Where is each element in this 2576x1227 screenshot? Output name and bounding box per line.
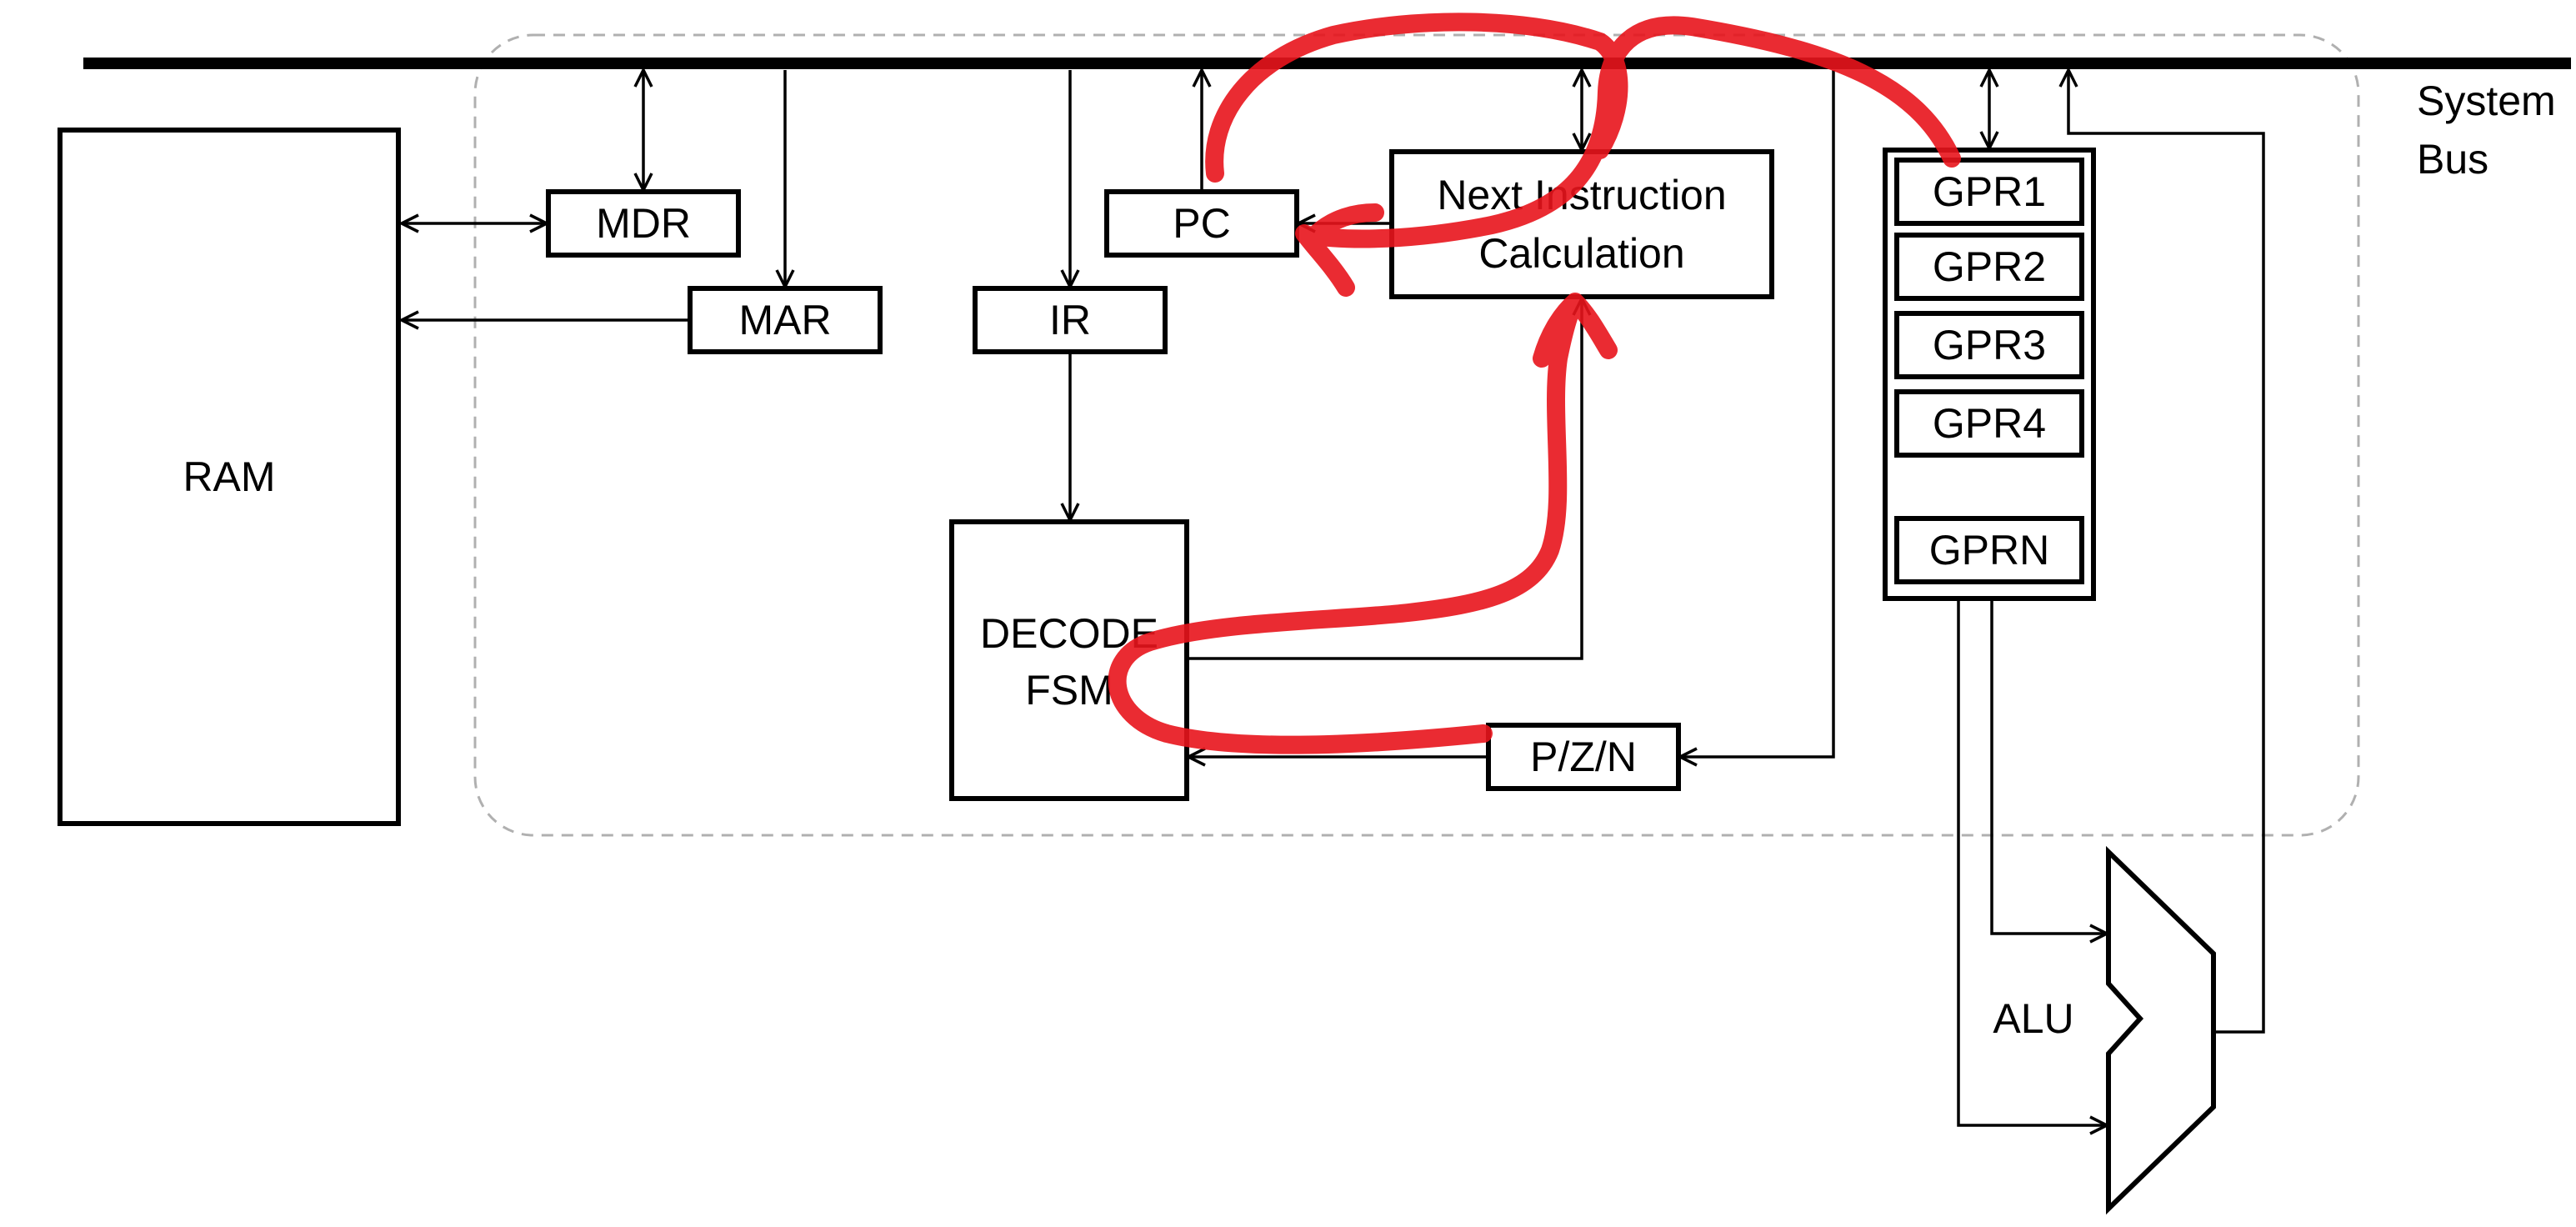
gpr4-box (1894, 389, 2084, 458)
pc-box (1104, 189, 1299, 258)
pzn-label: P/Z/N (1530, 734, 1637, 780)
pc-label: PC (1173, 200, 1230, 247)
gpr2-label: GPR2 (1933, 243, 2046, 290)
ram-box (58, 128, 401, 826)
alu-shape (2106, 845, 2216, 1215)
pzn-box (1486, 723, 1681, 791)
ir-label: IR (1049, 297, 1091, 343)
ram-label: RAM (183, 453, 275, 500)
connections (402, 70, 2265, 1125)
mar-label: MAR (738, 297, 831, 343)
cpu-group-outline (473, 33, 2360, 837)
gpr3-box (1894, 311, 2084, 379)
decode-nic-wire (1188, 298, 1582, 660)
decode-fsm-label-line2: FSM (1025, 667, 1113, 714)
mar-box (688, 286, 883, 354)
bus-label-line2: Bus (2417, 136, 2488, 183)
red-scribble-main (1108, 13, 1961, 754)
gpr1-label: GPR1 (1933, 168, 2046, 215)
regfile-alu-b-wire (1957, 600, 2107, 1125)
alu-bus-wire (2068, 70, 2265, 1034)
bus-pzn-wire (1680, 70, 1835, 757)
gpr1-box (1894, 158, 2084, 226)
register-file: GPR1 GPR2 GPR3 GPR4 GPRN (1883, 148, 2096, 601)
next-instruction-label-line2: Calculation (1478, 230, 1684, 277)
bus-label-line1: System (2417, 78, 2556, 124)
decode-fsm-box (949, 519, 1189, 801)
alu-label: ALU (1993, 995, 2073, 1042)
gpr2-box (1894, 233, 2084, 301)
mdr-box (546, 189, 741, 258)
gprn-label: GPRN (1929, 527, 2049, 573)
gprn-box (1894, 516, 2084, 584)
gpr3-label: GPR3 (1933, 322, 2046, 368)
gpr4-label: GPR4 (1933, 400, 2046, 447)
ir-box (973, 286, 1168, 354)
mdr-label: MDR (596, 200, 691, 247)
red-hand-drawn-annotation (1108, 13, 1961, 754)
regfile-alu-a-wire (1990, 600, 2107, 934)
